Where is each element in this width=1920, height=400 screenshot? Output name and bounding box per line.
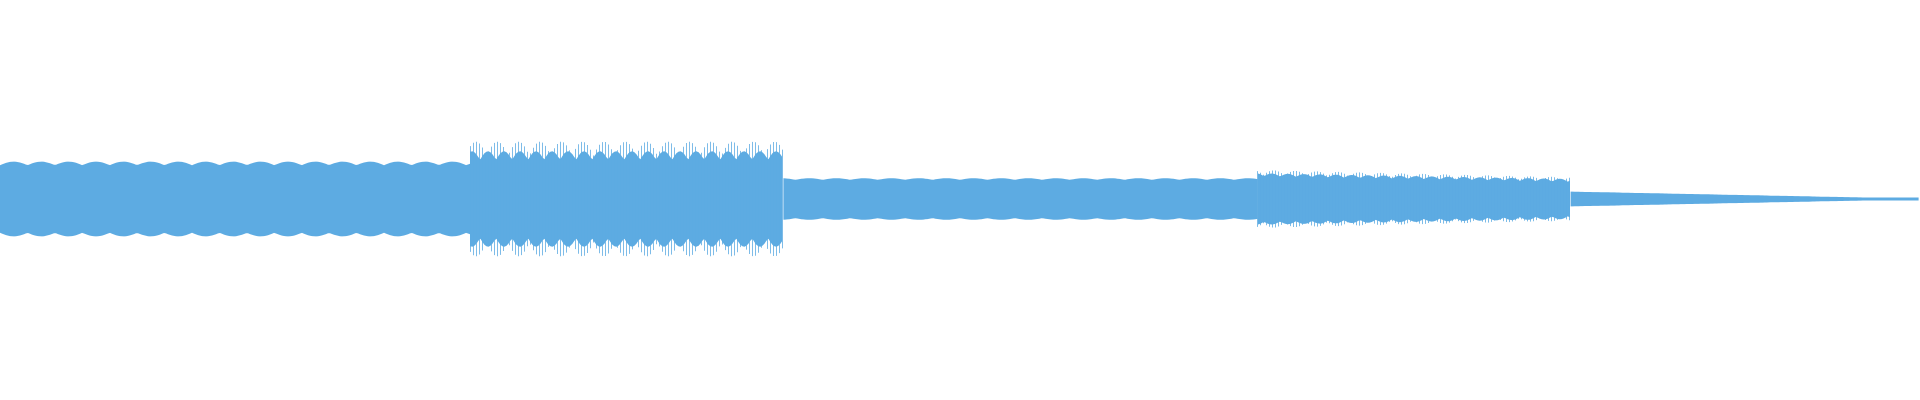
waveform-segments — [0, 141, 1919, 257]
waveform-segment-1 — [0, 161, 470, 237]
waveform-segment-3 — [783, 178, 1258, 220]
waveform-segment-5 — [1570, 191, 1919, 207]
